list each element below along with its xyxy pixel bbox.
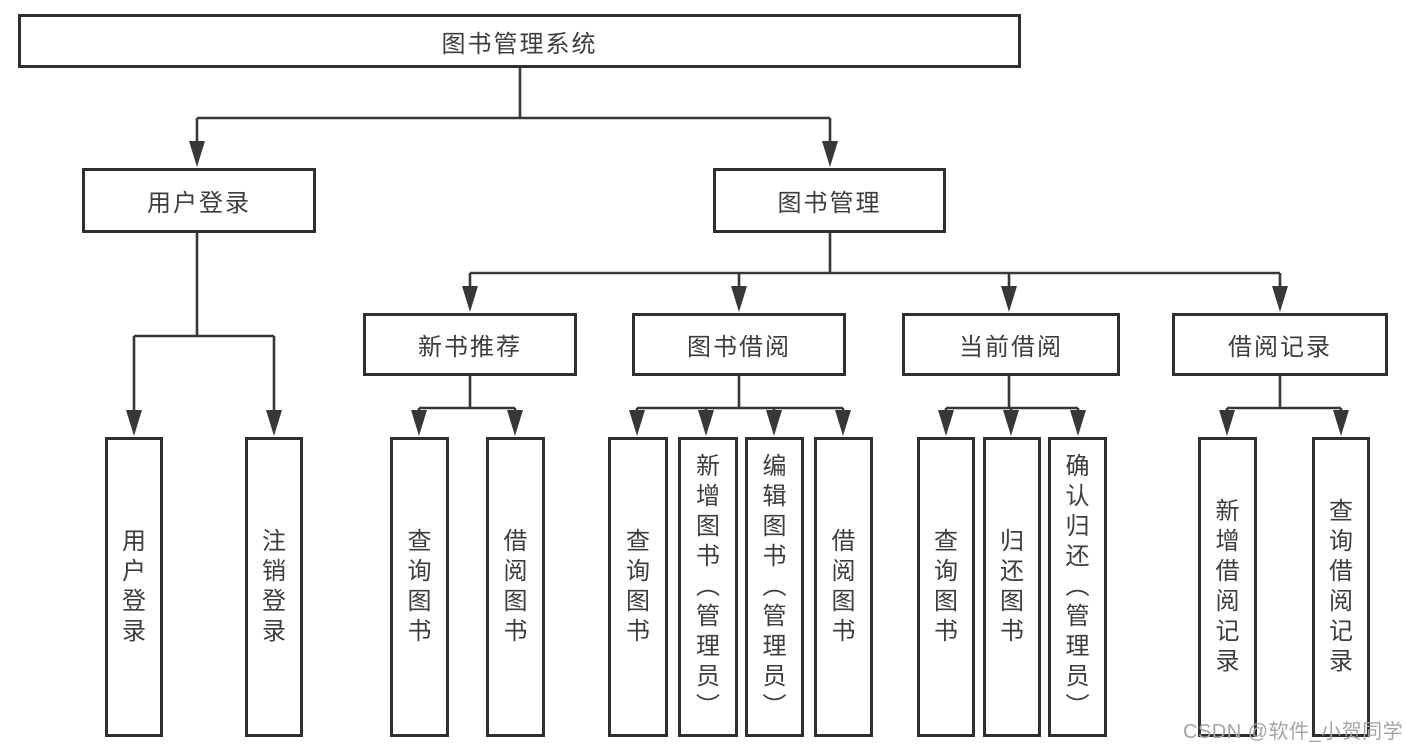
node-book-management-label: 图书管理 xyxy=(777,190,882,217)
leaf-query-books-current-label: 查询图书 xyxy=(934,528,958,645)
leaf-query-books-current: 查询图书 xyxy=(917,437,975,737)
node-root-system: 图书管理系统 xyxy=(18,14,1021,68)
node-current-borrow: 当前借阅 xyxy=(902,313,1120,376)
leaf-confirm-return-admin-label: 确认归还︵管理员︶ xyxy=(1065,453,1090,720)
leaf-query-books-recommend: 查询图书 xyxy=(390,437,449,737)
node-new-book-recommend-label: 新书推荐 xyxy=(418,334,522,361)
leaf-borrow-books-label: 借阅图书 xyxy=(831,528,856,645)
leaf-user-login-label: 用户登录 xyxy=(122,528,146,645)
leaf-add-books-admin-label: 新增图书︵管理员︶ xyxy=(696,453,720,720)
node-book-borrow-label: 图书借阅 xyxy=(687,334,791,361)
leaf-add-borrow-record-label: 新增借阅记录 xyxy=(1215,498,1240,675)
node-user-login-label: 用户登录 xyxy=(147,190,251,217)
node-borrow-records-label: 借阅记录 xyxy=(1228,334,1332,361)
node-new-book-recommend: 新书推荐 xyxy=(363,313,577,376)
leaf-logout-label: 注销登录 xyxy=(262,528,286,645)
csdn-watermark: CSDN @软件_小贺同学 xyxy=(1183,721,1404,743)
node-user-login: 用户登录 xyxy=(82,168,316,233)
leaf-add-books-admin: 新增图书︵管理员︶ xyxy=(678,437,738,737)
leaf-borrow-books: 借阅图书 xyxy=(814,437,873,737)
leaf-query-books-recommend-label: 查询图书 xyxy=(407,528,432,645)
leaf-query-borrow-record-label: 查询借阅记录 xyxy=(1329,498,1353,675)
arrowheads xyxy=(126,141,1349,436)
leaf-query-books-borrow: 查询图书 xyxy=(608,437,668,737)
leaf-edit-books-admin-label: 编辑图书︵管理员︶ xyxy=(762,453,787,720)
node-borrow-records: 借阅记录 xyxy=(1172,313,1388,376)
leaf-return-books: 归还图书 xyxy=(983,437,1041,737)
node-current-borrow-label: 当前借阅 xyxy=(959,334,1063,361)
node-root-label: 图书管理系统 xyxy=(441,30,598,58)
leaf-edit-books-admin: 编辑图书︵管理员︶ xyxy=(745,437,804,737)
leaf-return-books-label: 归还图书 xyxy=(1000,528,1024,645)
node-book-borrow: 图书借阅 xyxy=(632,313,846,376)
leaf-add-borrow-record: 新增借阅记录 xyxy=(1198,437,1257,737)
leaf-borrow-books-recommend-label: 借阅图书 xyxy=(503,528,528,645)
leaf-query-books-borrow-label: 查询图书 xyxy=(626,528,650,645)
leaf-logout: 注销登录 xyxy=(245,437,303,737)
leaf-user-login: 用户登录 xyxy=(105,437,163,737)
leaf-borrow-books-recommend: 借阅图书 xyxy=(486,437,545,737)
node-book-management: 图书管理 xyxy=(713,168,946,233)
leaf-query-borrow-record: 查询借阅记录 xyxy=(1312,437,1370,737)
leaf-confirm-return-admin: 确认归还︵管理员︶ xyxy=(1048,437,1107,737)
